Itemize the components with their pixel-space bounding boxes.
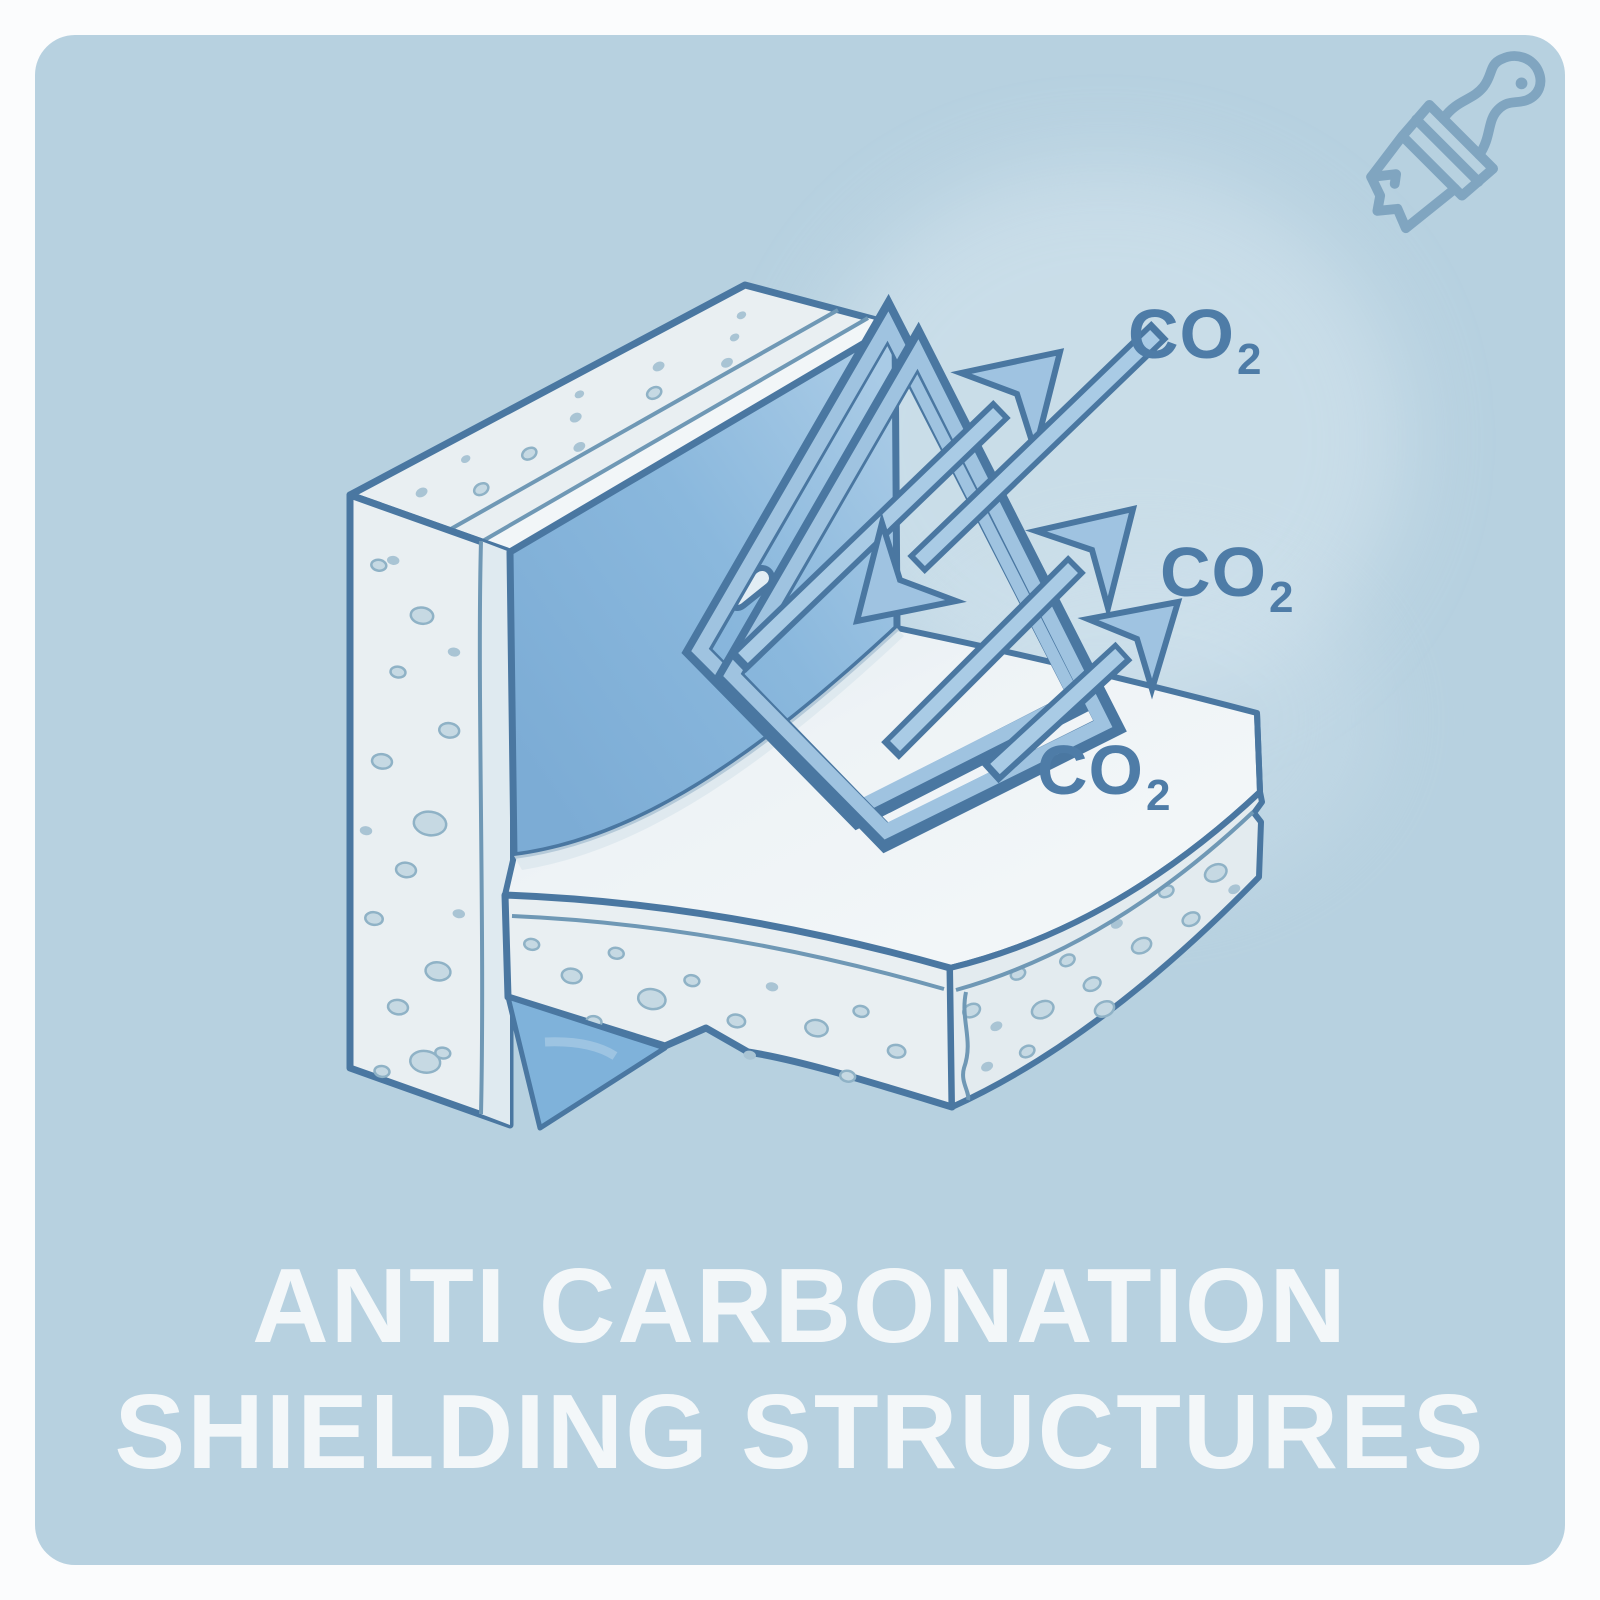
concrete-pore bbox=[415, 487, 428, 498]
concrete-pore bbox=[560, 967, 583, 985]
slab-coating-line-right bbox=[955, 810, 1255, 992]
concrete-wall bbox=[346, 281, 901, 1129]
co2-label-reflected-upper: CO2 bbox=[1160, 533, 1294, 622]
concrete-pore bbox=[520, 446, 538, 461]
slab-end-coating-face bbox=[505, 994, 668, 1131]
slab-end-edge bbox=[1254, 712, 1263, 793]
concrete-pore bbox=[389, 665, 407, 679]
arrowhead bbox=[1077, 598, 1183, 700]
concrete-pore bbox=[409, 606, 435, 626]
co2-arrows bbox=[728, 320, 1183, 784]
slab-front-left-speckles bbox=[523, 937, 907, 1083]
concrete-pore bbox=[386, 555, 400, 565]
slab-seam bbox=[961, 991, 971, 1101]
concrete-pore bbox=[736, 311, 747, 320]
concrete-pore bbox=[364, 910, 384, 927]
concrete-pore bbox=[838, 1069, 857, 1083]
slab-coating-line-left bbox=[511, 914, 945, 991]
wall-end-coating-line bbox=[477, 540, 485, 1115]
arrowhead bbox=[1024, 504, 1138, 620]
paintbrush-icon bbox=[1366, 51, 1546, 234]
concrete-pore bbox=[1018, 1044, 1036, 1059]
slab-end-coating-highlight bbox=[544, 1037, 618, 1060]
concrete-pore bbox=[607, 946, 625, 960]
coating-layer-line-2 bbox=[479, 316, 870, 544]
concrete-pore bbox=[434, 1046, 452, 1060]
concrete-pore bbox=[683, 973, 701, 988]
concrete-pore bbox=[636, 987, 667, 1011]
concrete-pore bbox=[652, 361, 665, 372]
concrete-pore bbox=[394, 861, 418, 879]
arrowhead bbox=[950, 348, 1065, 462]
concrete-pore bbox=[886, 1043, 907, 1059]
concrete-pore bbox=[424, 961, 452, 982]
concrete-pore bbox=[1093, 999, 1116, 1019]
wall-top-coating-strip bbox=[481, 318, 895, 552]
concrete-pore bbox=[721, 357, 733, 368]
concrete-pore bbox=[852, 1004, 870, 1019]
concrete-pore bbox=[645, 385, 663, 401]
concrete-pore bbox=[373, 1064, 391, 1079]
concrete-pore bbox=[370, 752, 394, 770]
concrete-pore bbox=[1203, 862, 1228, 883]
wall-top-speckles bbox=[415, 311, 747, 498]
co2-arrow-reflected-middle bbox=[881, 504, 1138, 760]
concrete-pore bbox=[804, 1018, 829, 1038]
co2-label-incoming: CO2 bbox=[1128, 295, 1262, 384]
concrete-pore bbox=[1082, 976, 1102, 993]
concrete-pore bbox=[447, 647, 461, 657]
co2-arrow-incoming bbox=[852, 320, 1169, 625]
concrete-pore bbox=[412, 810, 448, 837]
concrete-pore bbox=[1228, 884, 1241, 895]
coating-layer-line-1 bbox=[448, 308, 839, 532]
title-line2: SHIELDING STRUCTURES bbox=[115, 1373, 1486, 1491]
concrete-pore bbox=[359, 826, 373, 836]
concrete-pore bbox=[574, 390, 585, 399]
concrete-pore bbox=[472, 481, 490, 497]
handle-hole bbox=[1515, 77, 1528, 90]
concrete-pore bbox=[729, 333, 740, 342]
arrowhead bbox=[852, 512, 967, 625]
concrete-pore bbox=[460, 455, 471, 464]
concrete-pore bbox=[990, 1021, 1003, 1032]
concrete-pore bbox=[573, 442, 586, 452]
concrete-pore bbox=[1181, 911, 1201, 928]
co2-arrow-reflected-top bbox=[728, 348, 1065, 674]
wall-end-speckles bbox=[359, 555, 466, 1079]
wall-end-coating-strip bbox=[481, 541, 510, 1125]
concrete-pore bbox=[437, 721, 461, 739]
title-line1: ANTI CARBONATION bbox=[252, 1247, 1348, 1365]
concrete-pore bbox=[981, 1061, 994, 1072]
concrete-pore bbox=[370, 558, 388, 572]
co2-arrow-reflected-lower bbox=[981, 598, 1183, 784]
concrete-pore bbox=[523, 937, 541, 952]
concrete-pore bbox=[743, 1050, 756, 1060]
concrete-pore bbox=[386, 998, 410, 1016]
concrete-pore bbox=[1130, 936, 1153, 955]
co2-label-surface: CO2 bbox=[1037, 731, 1171, 820]
concrete-pore bbox=[1030, 999, 1055, 1020]
concrete-pore bbox=[765, 982, 779, 992]
concrete-pore bbox=[1058, 953, 1076, 968]
concrete-pore bbox=[409, 1049, 442, 1074]
concrete-pore bbox=[569, 412, 582, 423]
concrete-pore bbox=[726, 1013, 747, 1029]
concrete-pore bbox=[452, 909, 466, 919]
